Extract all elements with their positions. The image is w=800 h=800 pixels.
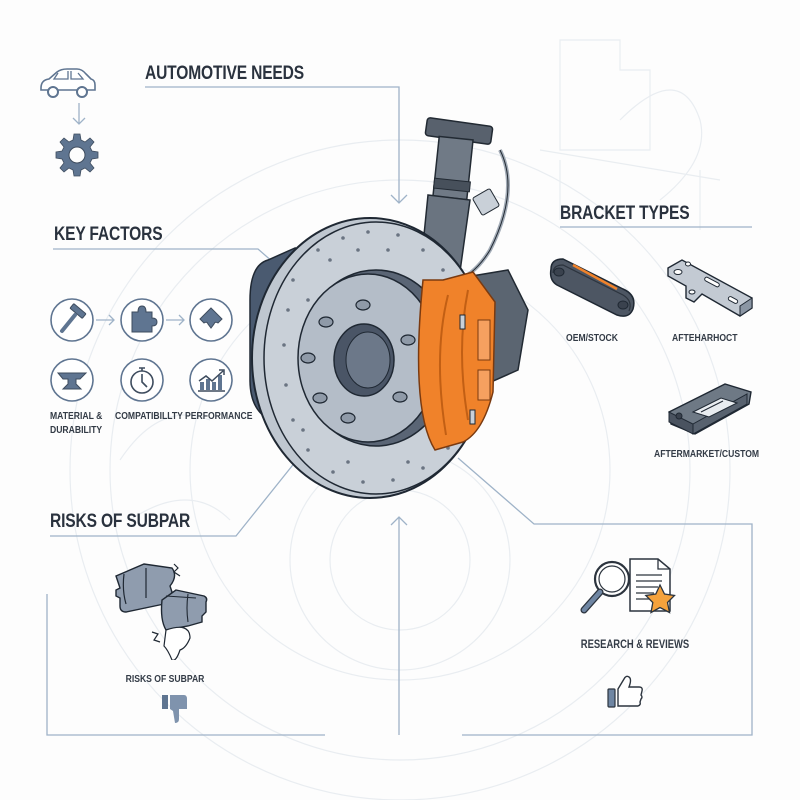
key-factors-top-row (50, 298, 233, 342)
brake-assembly-illustration (249, 117, 529, 499)
puzzle-piece-icon (131, 305, 158, 333)
arrow-right-icon (96, 314, 185, 326)
research-reviews-caption: RESEARCH & REVIEWS (580, 639, 690, 651)
growth-chart-icon (198, 369, 225, 392)
cracked-brake-pad-icon (115, 563, 208, 660)
aftehar-label: AFTEHARHOCT (672, 332, 738, 344)
performance-label: PERFORMANCE (185, 410, 253, 422)
oem-stock-label: OEM/STOCK (566, 332, 618, 344)
magnifier-document-star-icon (580, 558, 676, 614)
aftermarket-bracket-icon (667, 259, 753, 317)
key-factors-heading: KEY FACTORS (54, 224, 163, 245)
key-factors-bottom-row (50, 358, 233, 402)
oem-bracket-icon (549, 258, 635, 317)
custom-bracket-icon (668, 383, 752, 435)
stopwatch-icon (130, 367, 154, 394)
star-icon (644, 583, 676, 614)
risks-caption: RISKS OF SUBPAR (125, 673, 205, 685)
bracket-types-heading: BRACKET TYPES (560, 203, 690, 224)
automotive-needs-heading: AUTOMOTIVE NEEDS (145, 63, 304, 84)
hammer-icon (60, 303, 87, 333)
arrow-down-icon (72, 103, 86, 125)
compatibility-label: COMPATIBILLTY (115, 410, 183, 422)
thumbs-up-icon (607, 675, 643, 708)
car-icon (40, 68, 96, 98)
aftermarket-custom-label: AFTERMARKET/CUSTOM (654, 448, 760, 460)
thumbs-down-icon (162, 695, 187, 723)
risks-heading: RISKS OF SUBPAR (50, 511, 191, 532)
orange-caliper (417, 271, 496, 451)
diamond-puzzle-icon (199, 307, 223, 329)
anvil-icon (56, 372, 88, 390)
gear-icon (55, 133, 99, 177)
material-durability-label: MATERIAL & DURABILITY (50, 410, 103, 436)
